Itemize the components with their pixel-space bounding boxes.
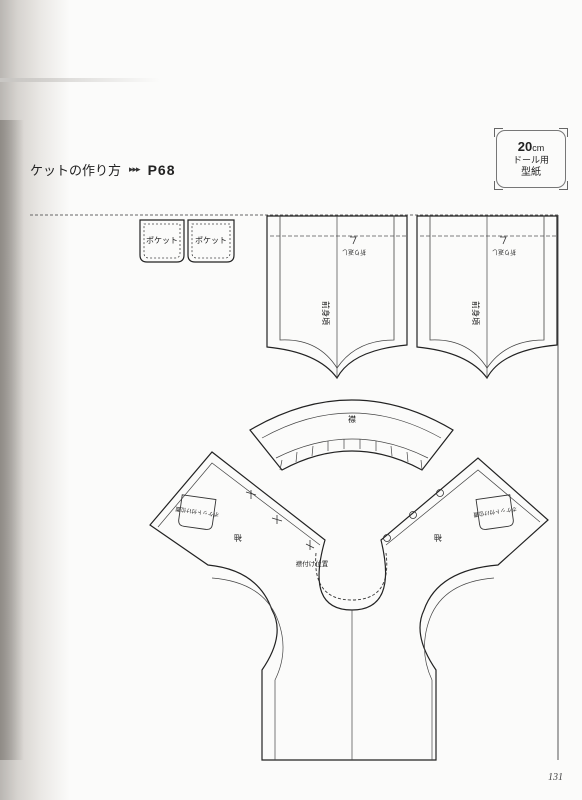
badge-corner-ornament <box>559 181 568 190</box>
front-body-label-left: 前身頃 <box>321 301 331 325</box>
front-body-label-right: 前身頃 <box>471 301 481 325</box>
front-body-piece-left: 折り返し 前身頃 <box>266 215 408 380</box>
badge-corner-ornament <box>494 181 503 190</box>
badge-size: 20cm <box>517 138 545 155</box>
pocket-piece-right: ポケット <box>187 219 235 263</box>
triangle-arrows-icon: ▸▸▸ <box>129 164 141 175</box>
badge-corner-ornament <box>494 128 503 137</box>
fold-label-left: 折り返し <box>342 248 366 256</box>
section-title: ケットの作り方 <box>30 164 122 179</box>
badge-doll-label: ドール用 <box>512 155 549 166</box>
collar-position-label: 襟付け位置 <box>296 559 329 568</box>
collar-label: 襟 <box>348 414 356 424</box>
page-number: 131 <box>548 772 563 783</box>
fold-label-right: 折り返し <box>492 248 516 256</box>
pocket-piece-left: ポケット <box>139 219 185 263</box>
body-with-sleeves-piece: 袖 袖 襟付け位置 <box>149 451 549 761</box>
badge-size-unit: cm <box>532 142 545 153</box>
pocket-label-right: ポケット <box>195 236 227 245</box>
section-header: ケットの作り方 ▸▸▸ P68 <box>30 160 176 180</box>
pocket-position-mark-right: ポケット付け位置 <box>472 494 517 530</box>
sleeve-label-right: 袖 <box>434 533 442 543</box>
pocket-position-label-right: ポケット付け位置 <box>472 505 517 519</box>
badge-corner-ornament <box>559 128 568 137</box>
collar-piece: 襟 <box>249 399 454 471</box>
pocket-position-label-left: ポケット付け位置 <box>174 505 219 519</box>
top-rule <box>0 78 160 82</box>
badge-size-value: 20 <box>517 138 533 154</box>
pattern-badge: 20cm ドール用 型紙 <box>494 128 568 190</box>
front-body-piece-right: 折り返し 前身頃 <box>416 215 558 380</box>
book-gutter-shadow <box>0 120 24 760</box>
pocket-label-left: ポケット <box>146 236 178 245</box>
sleeve-label-left: 袖 <box>234 533 242 543</box>
badge-paper-label: 型紙 <box>521 166 541 178</box>
page-reference: P68 <box>147 161 176 178</box>
